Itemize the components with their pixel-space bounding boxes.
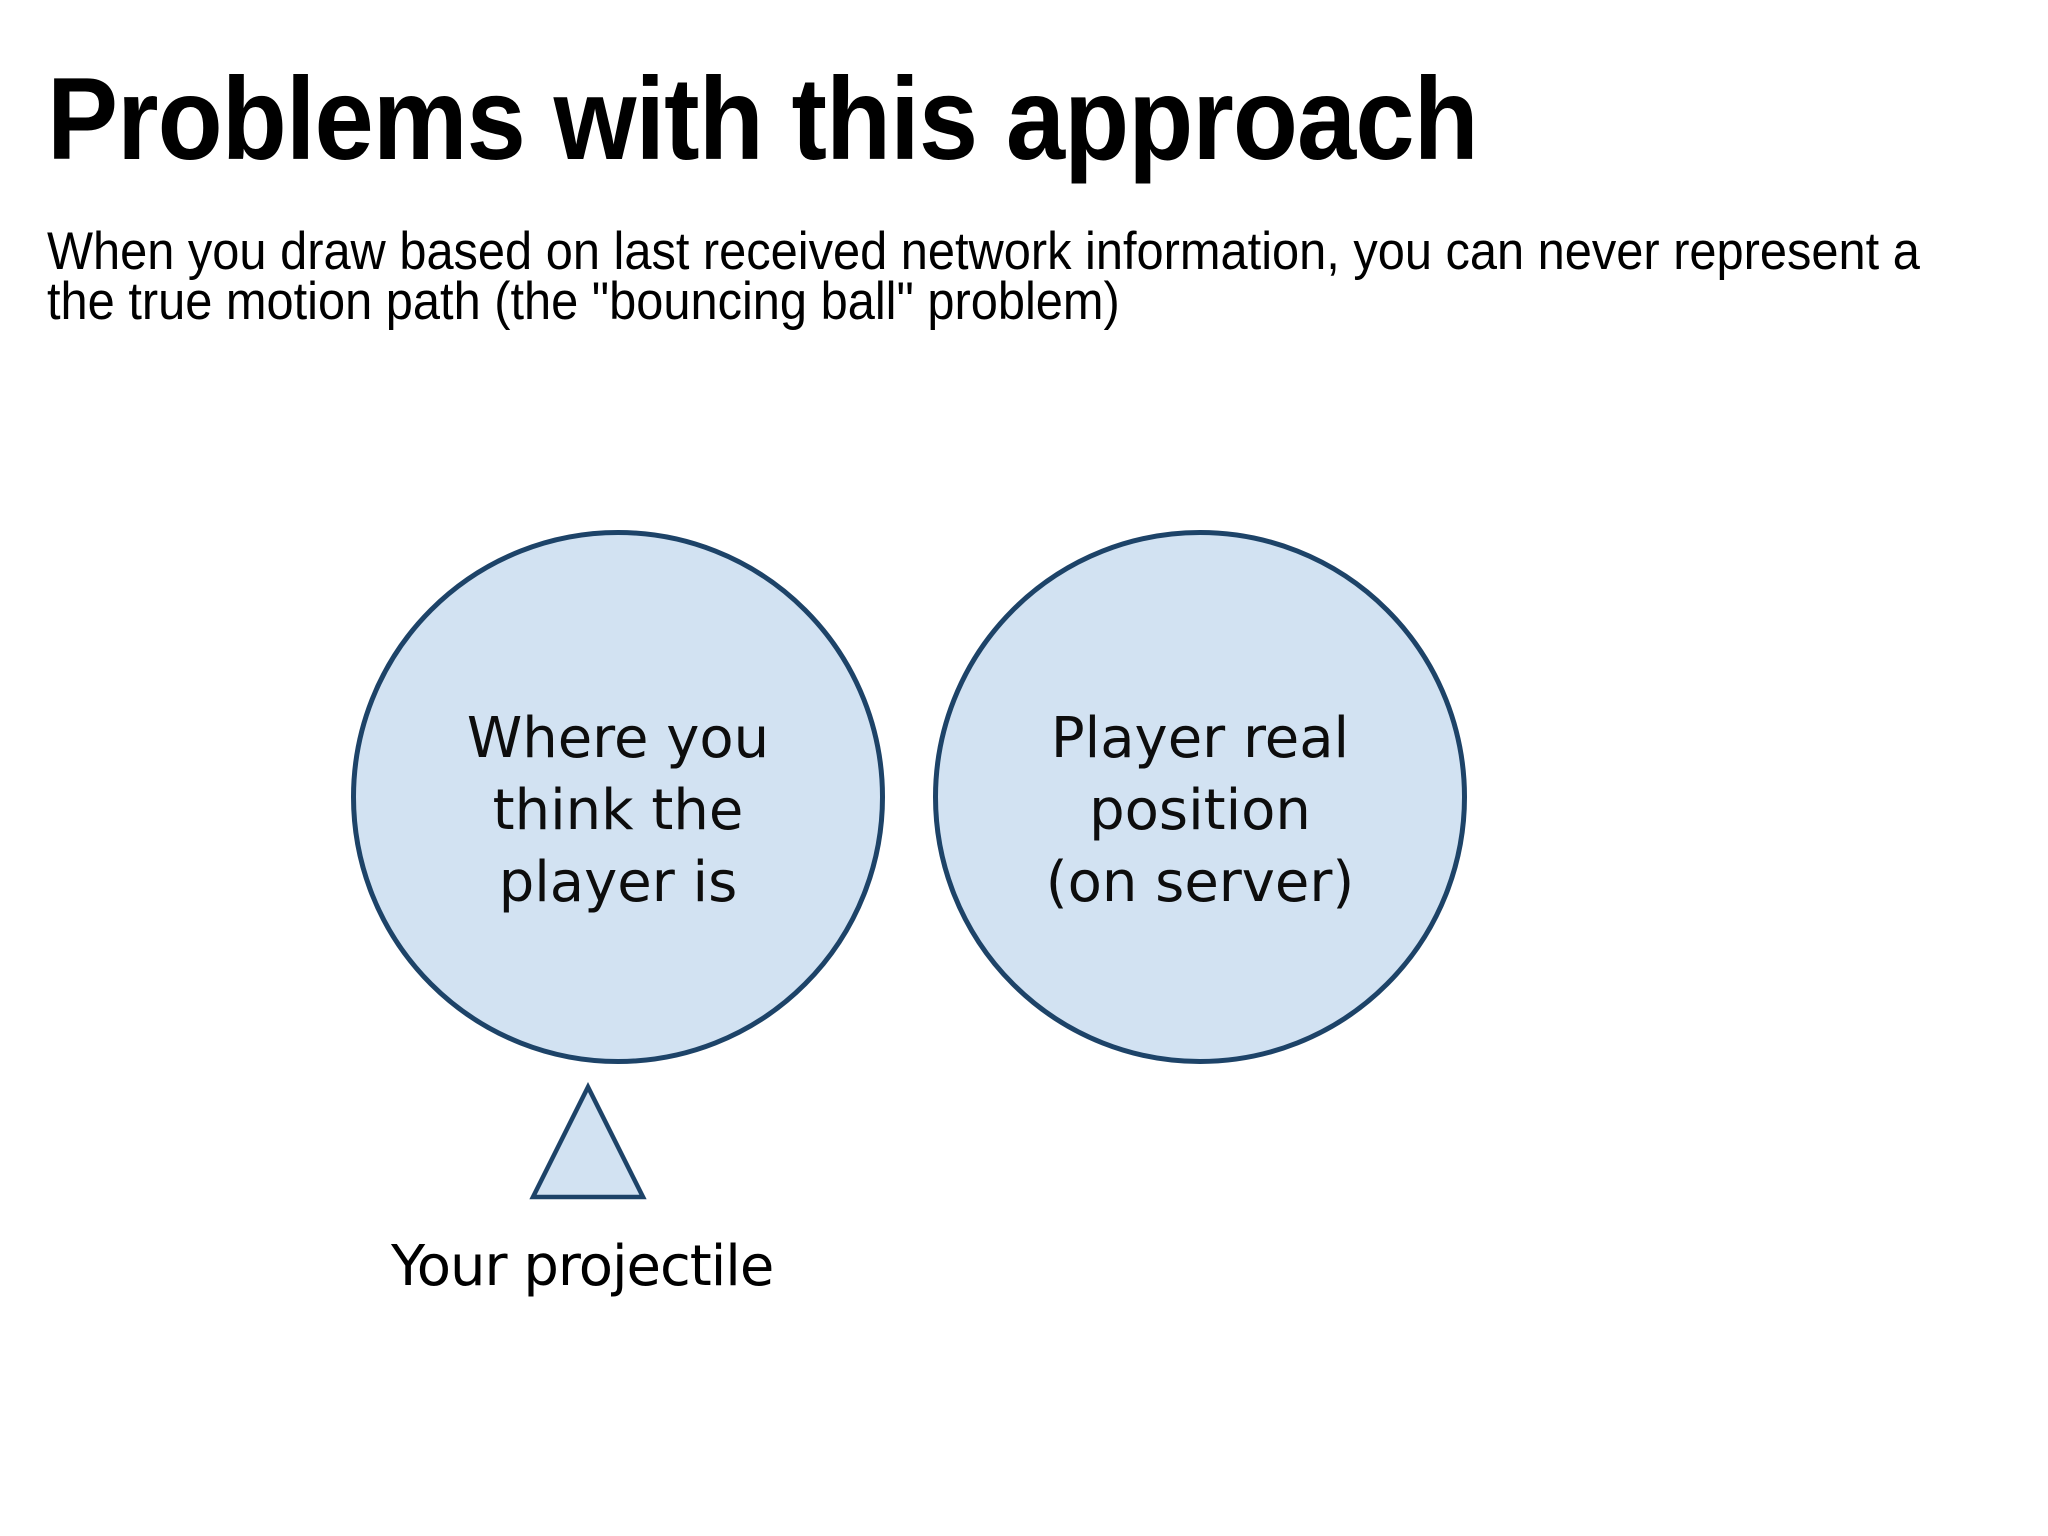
projectile-label: Your projectile	[391, 1234, 774, 1299]
subtitle-line-1: When you draw based on last received net…	[47, 222, 1920, 281]
slide-title: Problems with this approach	[47, 53, 1479, 184]
circle-left-label-line-2: think the	[492, 778, 744, 843]
circle-real-player-position: Player real position (on server)	[933, 530, 1467, 1064]
projectile-triangle-icon	[529, 1082, 647, 1200]
circle-right-label-line-2: position	[1089, 778, 1311, 843]
circle-estimated-player-position: Where you think the player is	[351, 530, 885, 1064]
circle-left-label-line-1: Where you	[466, 706, 770, 771]
slide-subtitle: When you draw based on last received net…	[47, 222, 1920, 331]
subtitle-line-2: the true motion path (the "bouncing ball…	[47, 272, 1120, 331]
projectile-triangle-shape	[529, 1082, 647, 1200]
circle-right-label-line-1: Player real	[1050, 706, 1350, 771]
circle-left-label-line-3: player is	[498, 850, 738, 915]
circle-left-label: Where you think the player is	[467, 703, 769, 919]
circle-right-label: Player real position (on server)	[1046, 703, 1355, 919]
circle-right-label-line-3: (on server)	[1045, 850, 1355, 915]
